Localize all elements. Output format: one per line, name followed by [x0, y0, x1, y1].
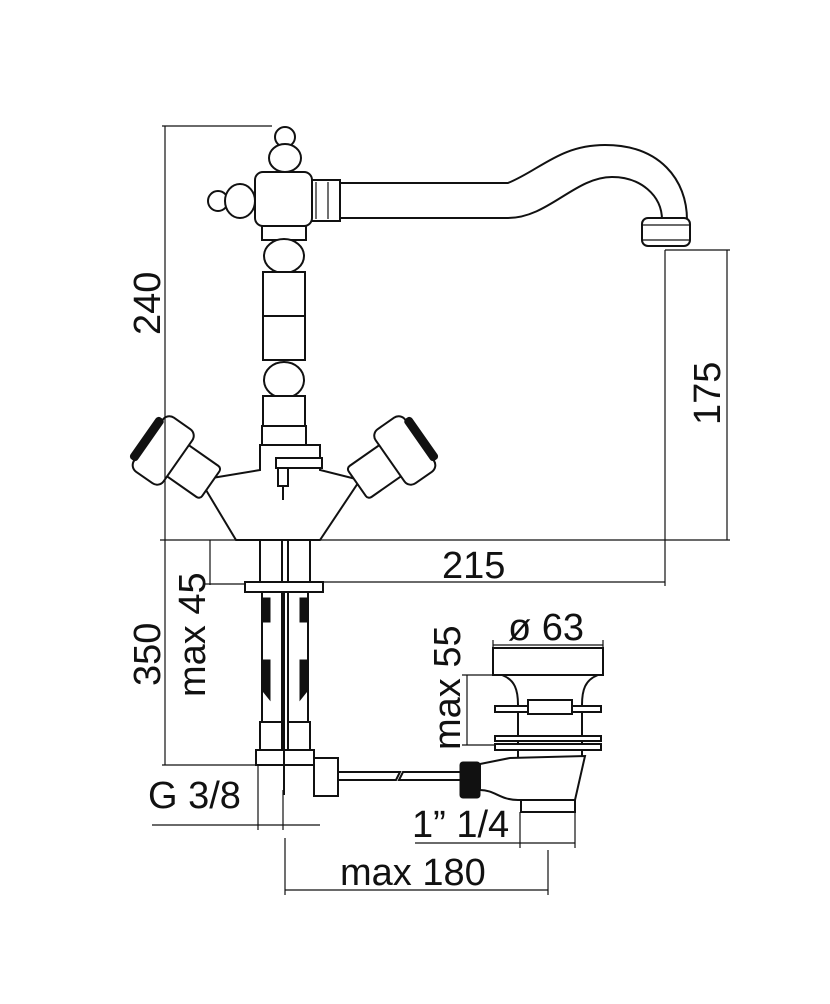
- left-handle: [129, 415, 222, 499]
- dim-waste-diameter: ø 63: [508, 607, 584, 649]
- dim-spout-reach: 215: [442, 545, 505, 587]
- spout: [337, 143, 689, 221]
- popup-waste: [479, 647, 604, 813]
- dimension-lines: [152, 125, 730, 895]
- dim-max-deck-thickness: max 45: [172, 572, 214, 697]
- aerator: [641, 217, 691, 247]
- flange: [244, 581, 324, 593]
- dim-height-total: 240: [127, 272, 169, 335]
- dim-inlet-thread: G 3/8: [148, 775, 241, 817]
- popup-lever: [275, 457, 323, 469]
- dim-hose-length: 350: [127, 623, 169, 686]
- valve-body: [254, 171, 313, 227]
- popup-rod-housing: [313, 757, 339, 797]
- dim-waste-max-height: max 55: [427, 625, 469, 750]
- dim-spout-height: 175: [687, 362, 729, 425]
- faucet: [129, 126, 691, 813]
- right-handle: [346, 415, 439, 499]
- dim-rod-max-length: max 180: [340, 852, 486, 894]
- dim-waste-thread: 1” 1/4: [412, 804, 509, 846]
